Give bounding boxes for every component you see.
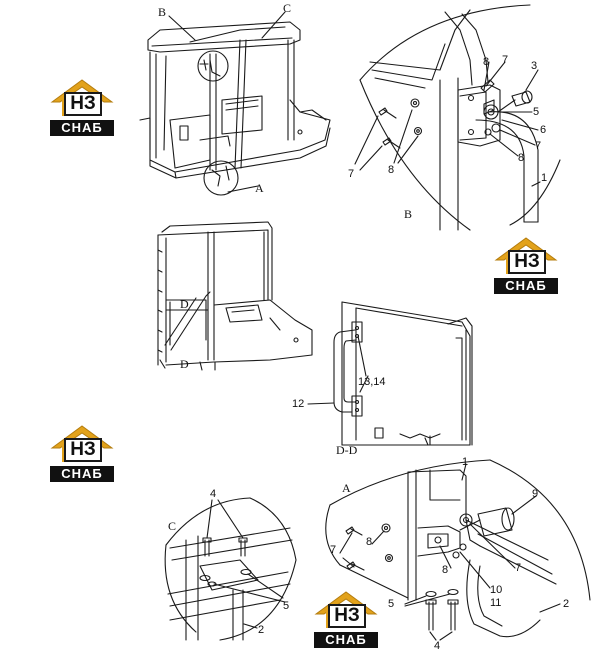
callout: 9 xyxy=(532,488,539,500)
callout: 7 xyxy=(348,168,355,180)
callout: 5 xyxy=(283,600,290,612)
view-label-c: C xyxy=(283,1,292,15)
callout: 8 xyxy=(483,56,490,68)
callout: 8 xyxy=(518,152,525,164)
nz-snab-logo: НЗ СНАБ xyxy=(312,590,380,652)
callout: 7 xyxy=(330,544,337,556)
callout: 4 xyxy=(434,640,441,652)
logo-band: СНАБ xyxy=(50,466,114,482)
logo-band: СНАБ xyxy=(494,278,558,294)
callout: 5 xyxy=(533,106,540,118)
logo-mark: НЗ xyxy=(508,250,546,274)
callout: 8 xyxy=(442,564,449,576)
callout: 1 xyxy=(541,172,548,184)
callout: 8 xyxy=(388,164,395,176)
callout: 2 xyxy=(258,624,265,636)
callout: 7 xyxy=(502,54,509,66)
detail-a-view xyxy=(325,459,591,641)
logo-band: СНАБ xyxy=(314,632,378,648)
section-dd-view xyxy=(307,301,473,446)
logo-mark: НЗ xyxy=(64,92,102,116)
logo-mark: НЗ xyxy=(64,438,102,462)
callout: 6 xyxy=(540,124,547,136)
callout: 13,14 xyxy=(358,376,386,388)
logo-band: СНАБ xyxy=(50,120,114,136)
detail-b-title: B xyxy=(404,207,413,221)
section-mark-d-top: D xyxy=(180,297,189,311)
cab-isometric-view xyxy=(139,11,331,196)
detail-c-view xyxy=(164,497,297,641)
view-label-b: B xyxy=(158,5,167,19)
nz-snab-logo: НЗ СНАБ xyxy=(48,424,116,486)
nz-snab-logo: НЗ СНАБ xyxy=(492,236,560,298)
callout: 7 xyxy=(515,562,522,574)
detail-c-title: C xyxy=(168,519,177,533)
callout: 7 xyxy=(535,140,542,152)
callout: 2 xyxy=(563,598,570,610)
callout: 8 xyxy=(366,536,373,548)
logo-mark: НЗ xyxy=(328,604,366,628)
callout: 5 xyxy=(388,598,395,610)
view-label-a: A xyxy=(255,181,264,195)
section-dd-title: D-D xyxy=(336,443,358,457)
callout: 4 xyxy=(210,488,217,500)
detail-b-view xyxy=(354,4,561,231)
cab-side-view xyxy=(157,221,313,371)
callout: 3 xyxy=(531,60,538,72)
callout: 11 xyxy=(490,597,502,609)
detail-a-title: A xyxy=(342,481,351,495)
section-mark-d-bottom: D xyxy=(180,357,189,371)
callout: 12 xyxy=(292,398,305,410)
callout: 1 xyxy=(462,456,469,468)
callout: 10 xyxy=(490,584,503,596)
nz-snab-logo: НЗ СНАБ xyxy=(48,78,116,140)
